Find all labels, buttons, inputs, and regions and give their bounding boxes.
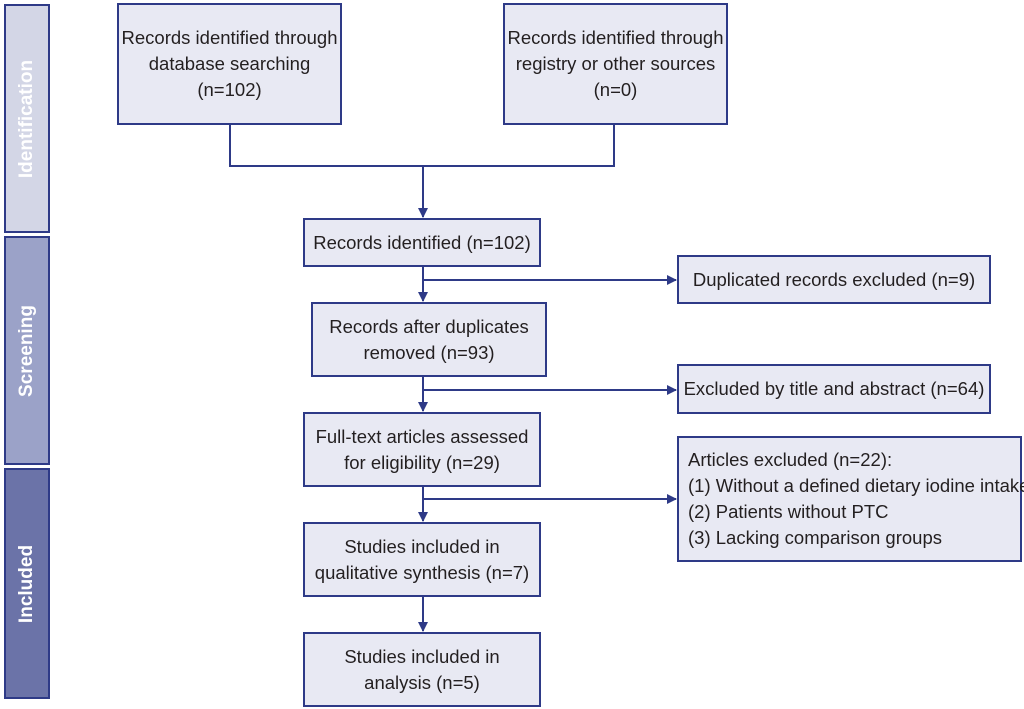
- box-after-duplicates: Records after duplicates removed (n=93): [311, 302, 547, 377]
- box-text-line: Excluded by title and abstract (n=64): [683, 378, 985, 399]
- box-text-line: Records identified through: [121, 27, 338, 48]
- box-text-line: removed (n=93): [363, 341, 495, 363]
- box-registry-sources: Records identified through registry or o…: [503, 3, 728, 125]
- box-text-line: qualitative synthesis (n=7): [314, 561, 530, 583]
- box-analysis: Studies included in analysis (n=5): [303, 632, 541, 707]
- stage-screening: Screening: [4, 236, 50, 465]
- box-title-abstract-excluded: Excluded by title and abstract (n=64): [677, 364, 991, 414]
- box-text-line: Articles excluded (n=22):: [688, 449, 893, 470]
- box-text-line: Duplicated records excluded (n=9): [692, 268, 976, 290]
- box-text-line: (n=0): [593, 79, 638, 100]
- box-records-identified: Records identified (n=102): [303, 218, 541, 267]
- stage-identification: Identification: [4, 4, 50, 233]
- box-articles-excluded: Articles excluded (n=22): (1) Without a …: [677, 436, 1024, 562]
- merge-line: [229, 124, 615, 167]
- box-text-line: for eligibility (n=29): [344, 451, 500, 473]
- box-text-line: (2) Patients without PTC: [688, 501, 889, 522]
- box-text-line: Full-text articles assessed: [315, 425, 529, 447]
- box-qualitative-synthesis: Studies included in qualitative synthesi…: [303, 522, 541, 597]
- box-text-line: analysis (n=5): [364, 671, 480, 693]
- box-text-line: Records identified through: [507, 27, 724, 48]
- box-duplicates-excluded: Duplicated records excluded (n=9): [677, 255, 991, 304]
- box-fulltext-assessed: Full-text articles assessed for eligibil…: [303, 412, 541, 487]
- stage-included: Included: [4, 468, 50, 699]
- box-text-line: Studies included in: [344, 645, 500, 667]
- box-text-line: registry or other sources: [515, 53, 716, 74]
- box-text-line: Records after duplicates: [329, 315, 529, 337]
- box-text-line: (n=102): [197, 79, 262, 100]
- box-text-line: (1) Without a defined dietary iodine int…: [688, 475, 1024, 496]
- box-text-line: Studies included in: [344, 535, 500, 557]
- box-text-line: (3) Lacking comparison groups: [688, 527, 942, 548]
- box-database-searching: Records identified through database sear…: [117, 3, 342, 125]
- box-text-line: Records identified (n=102): [313, 231, 531, 253]
- box-text-line: database searching: [148, 53, 311, 74]
